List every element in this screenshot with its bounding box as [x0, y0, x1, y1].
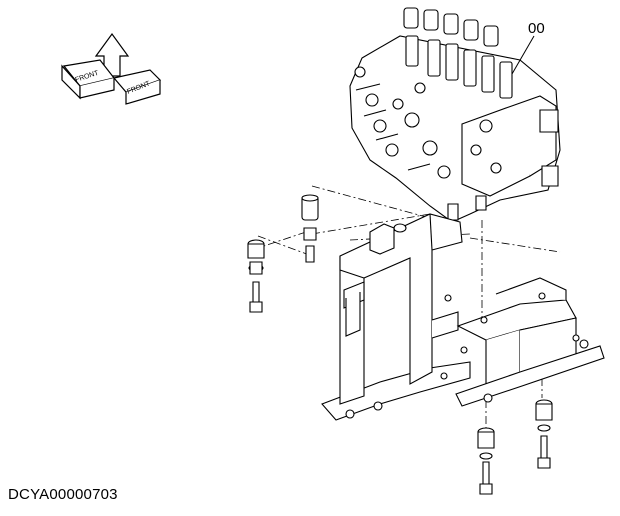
- mounting-bracket: [322, 214, 470, 420]
- left-mount-bolt-stack: [248, 195, 318, 312]
- part-callout-label: 00: [528, 20, 545, 37]
- callout-leader-line: [512, 36, 534, 74]
- drawing-code-label: DCYA00000703: [8, 486, 118, 503]
- right-mount-bolt-stack: [478, 400, 552, 494]
- support-block: [456, 278, 604, 406]
- front-orientation-icon: FRONT FRONT: [62, 34, 160, 104]
- control-valve-assembly: [350, 8, 560, 222]
